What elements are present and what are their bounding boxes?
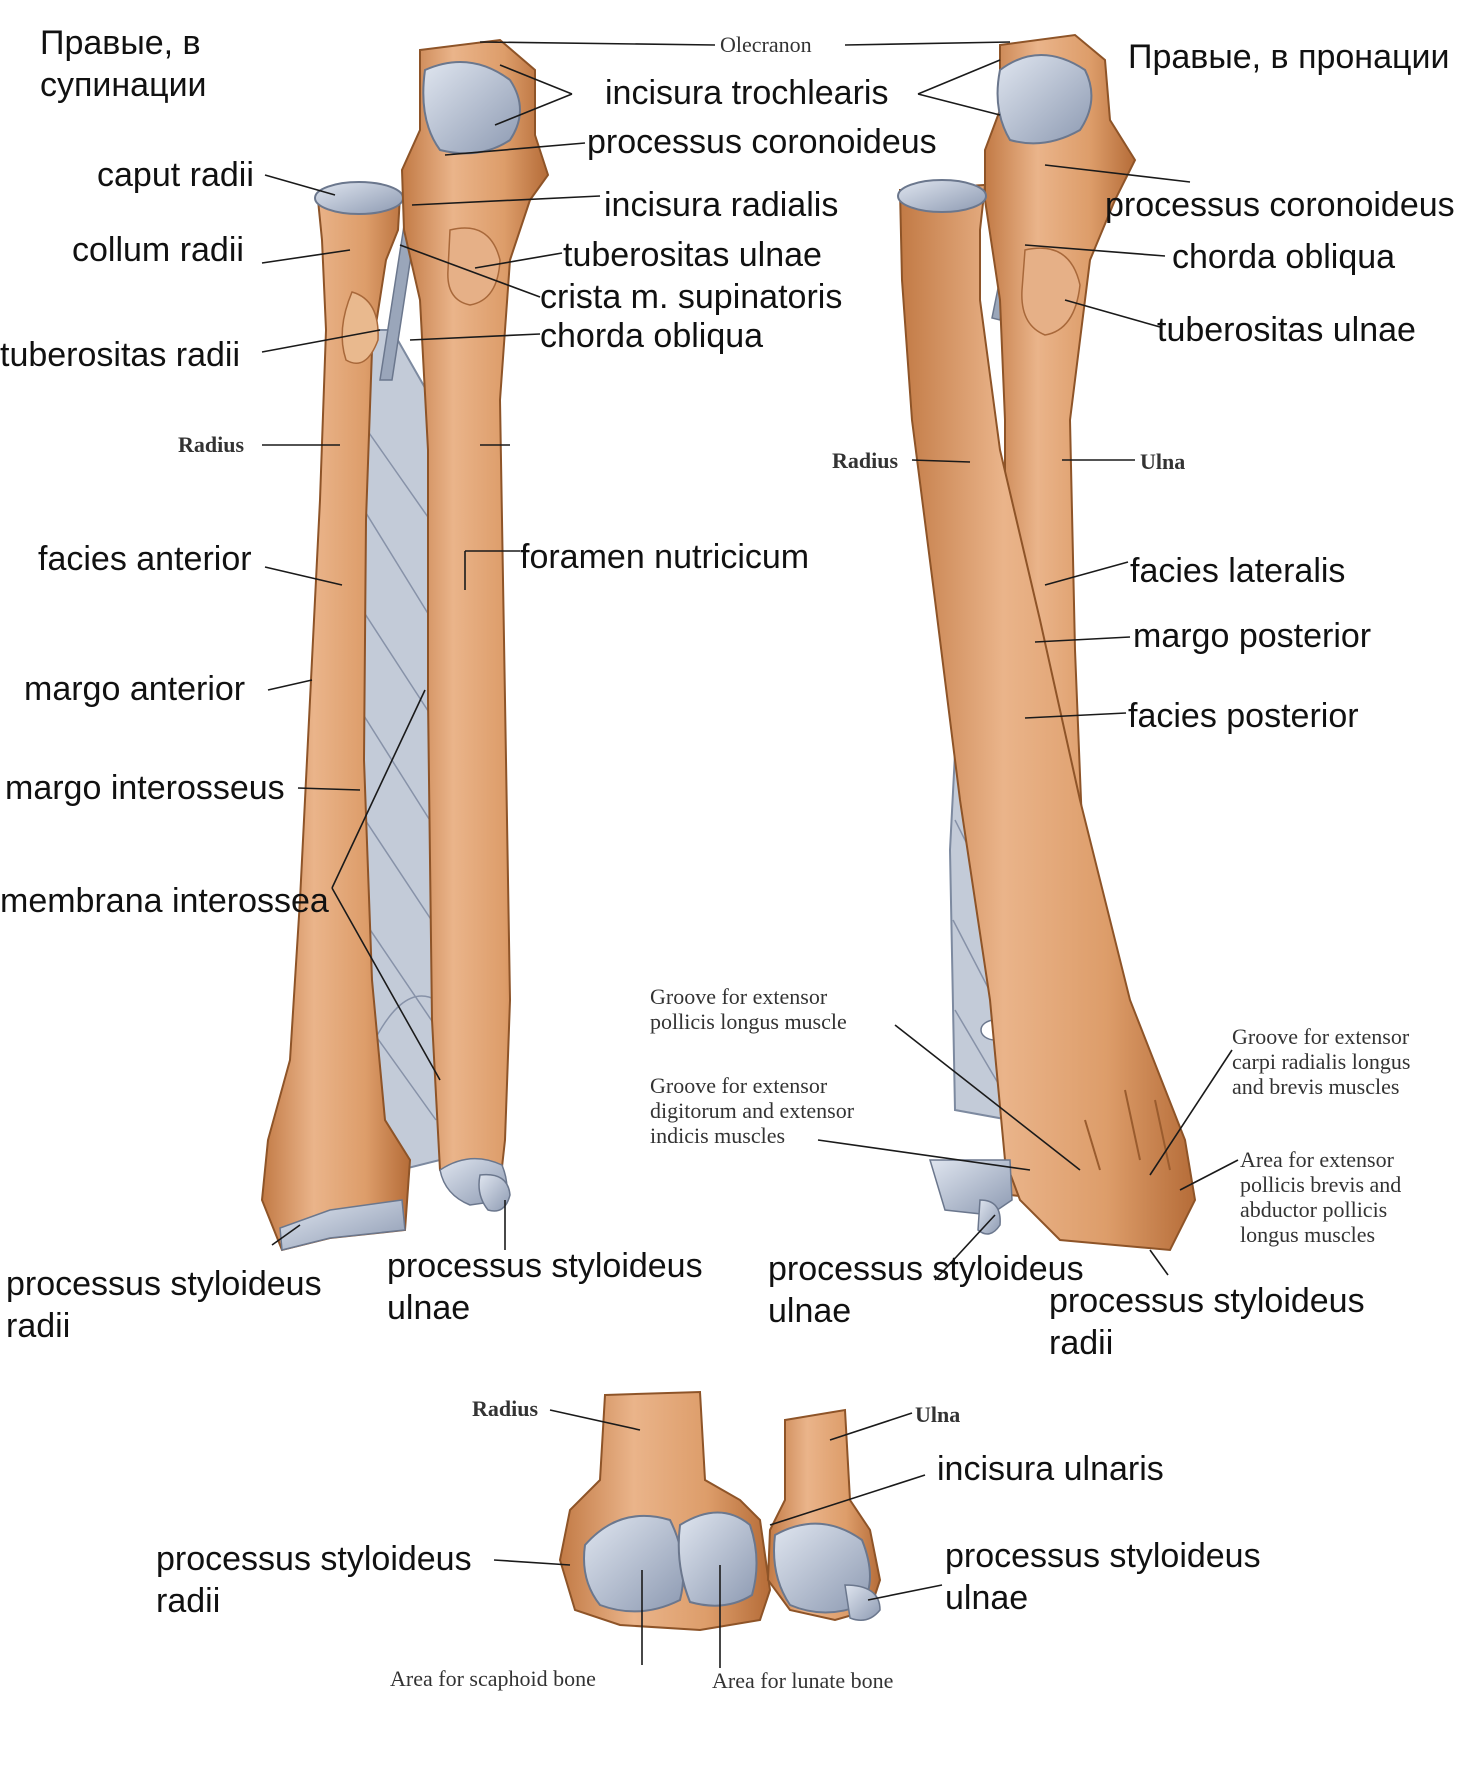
- label-incisura-radialis: incisura radialis: [604, 186, 839, 224]
- label-area-scaphoid: Area for scaphoid bone: [390, 1666, 596, 1691]
- label-margo-posterior: margo posterior: [1133, 617, 1372, 655]
- incisura-trochlearis-surface-left: [422, 61, 521, 155]
- tuberositas-ulnae-mark-left: [447, 227, 501, 306]
- radius-distal-cartilage-left: [279, 1199, 406, 1251]
- caput-radii-surface-left: [314, 181, 404, 215]
- label-margo-interosseus: margo interosseus: [5, 769, 285, 807]
- label-olecranon: Olecranon: [720, 32, 812, 57]
- incisura-trochlearis-surface-right: [996, 54, 1093, 145]
- caput-radii-surface-right: [897, 179, 987, 213]
- label-radius-left: Radius: [178, 432, 245, 457]
- heading-pronation: Правые, в пронации: [1128, 38, 1450, 76]
- label-crista-supinatoris: crista m. supinatoris: [540, 278, 843, 316]
- leader-lines: [261, 41, 1239, 1668]
- label-area-epb: Area for extensor pollicis brevis and ab…: [1240, 1147, 1402, 1247]
- label-radius-distal: Radius: [472, 1396, 539, 1421]
- label-chorda-obliqua-left: chorda obliqua: [540, 317, 764, 355]
- label-tuberositas-ulnae-right: tuberositas ulnae: [1157, 311, 1416, 349]
- ulna-styloid-left: [478, 1173, 511, 1212]
- ulna-left-shape: [400, 38, 550, 1187]
- label-area-lunate: Area for lunate bone: [712, 1668, 894, 1693]
- label-collum-radii: collum radii: [72, 231, 244, 269]
- label-tuberositas-radii: tuberositas radii: [0, 336, 241, 374]
- label-foramen-nutricium: foramen nutricicum: [520, 538, 810, 576]
- label-groove-epl: Groove for extensor pollicis longus musc…: [650, 984, 847, 1034]
- label-processus-styloideus-ulnae-right: processus styloideus ulnae: [768, 1250, 1084, 1330]
- area-lunate-surface: [677, 1511, 758, 1607]
- label-ulna-right: Ulna: [1140, 449, 1186, 474]
- label-incisura-trochlearis: incisura trochlearis: [605, 74, 889, 112]
- distal-view: [558, 1390, 882, 1632]
- label-processus-styloideus-radii-right: processus styloideus radii: [1049, 1282, 1365, 1362]
- label-processus-coronoideus-right: processus coronoideus: [1105, 186, 1455, 224]
- ulna-styloid-right: [977, 1199, 1001, 1235]
- label-processus-styloideus-radii-distal: processus styloideus radii: [156, 1540, 472, 1620]
- label-chorda-obliqua-right: chorda obliqua: [1172, 238, 1396, 276]
- ulna-head-right: [928, 1159, 1013, 1216]
- label-membrana-interossea: membrana interossea: [0, 882, 329, 920]
- tuberositas-ulnae-mark-right: [1021, 247, 1081, 336]
- radius-distal-grooves: [1084, 1089, 1171, 1171]
- label-incisura-ulnaris: incisura ulnaris: [937, 1450, 1164, 1488]
- label-caput-radii: caput radii: [97, 156, 254, 194]
- label-processus-styloideus-ulnae-distal: processus styloideus ulnae: [945, 1537, 1261, 1617]
- label-processus-coronoideus-left: processus coronoideus: [587, 123, 937, 161]
- label-groove-ed: Groove for extensor digitorum and extens…: [650, 1073, 855, 1148]
- supination-view: [260, 38, 550, 1252]
- label-margo-anterior: margo anterior: [24, 670, 246, 708]
- label-groove-ecr: Groove for extensor carpi radialis longu…: [1232, 1024, 1411, 1099]
- heading-supination: Правые, в супинации: [40, 24, 207, 104]
- tuberositas-radii-mark-left: [341, 291, 379, 364]
- label-radius-right: Radius: [832, 448, 899, 473]
- label-processus-styloideus-radii-left: processus styloideus radii: [6, 1265, 322, 1345]
- label-facies-anterior: facies anterior: [38, 540, 252, 578]
- ulna-distal-styloid: [844, 1584, 881, 1621]
- label-processus-styloideus-ulnae-left: processus styloideus ulnae: [387, 1247, 703, 1327]
- label-ulna-distal: Ulna: [915, 1402, 961, 1427]
- label-tuberositas-ulnae-left: tuberositas ulnae: [563, 236, 822, 274]
- label-facies-posterior: facies posterior: [1128, 697, 1359, 735]
- area-scaphoid-surface: [583, 1514, 685, 1613]
- label-facies-lateralis: facies lateralis: [1130, 552, 1346, 590]
